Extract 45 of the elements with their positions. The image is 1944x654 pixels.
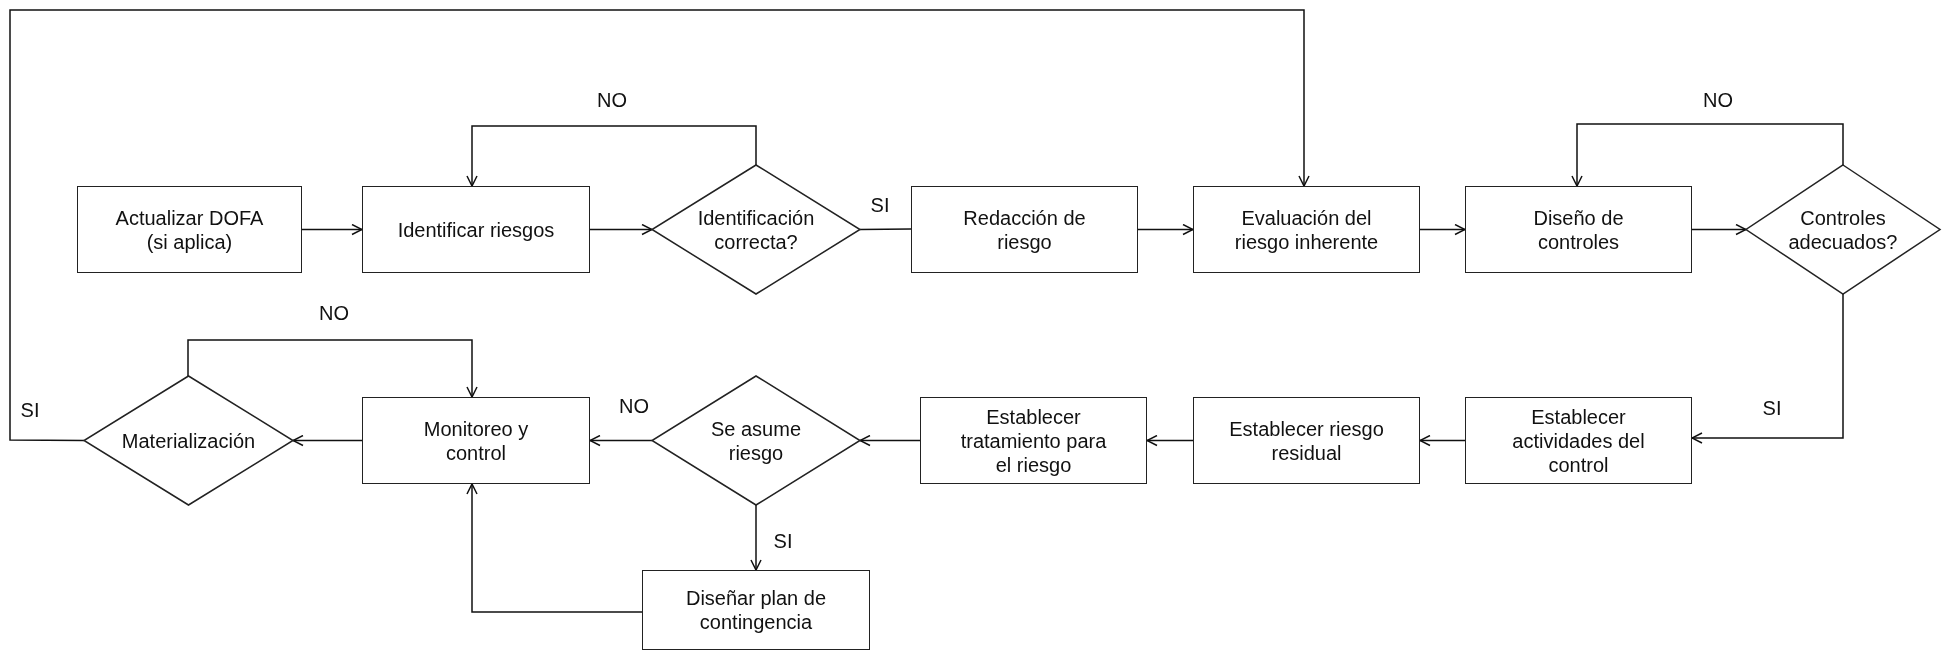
arrow bbox=[187, 339, 478, 398]
arrow bbox=[466, 483, 643, 613]
node-text: Establecer actividades del control bbox=[1511, 404, 1646, 477]
arrow bbox=[1419, 434, 1466, 447]
process-box bbox=[1193, 186, 1420, 273]
decision-diamond bbox=[1746, 165, 1940, 294]
node-text: Redacción de riesgo bbox=[962, 205, 1087, 254]
arrow bbox=[1137, 223, 1194, 236]
arrow bbox=[9, 9, 1310, 442]
arrow bbox=[859, 434, 921, 447]
arrow bbox=[301, 223, 363, 236]
arrow bbox=[1571, 123, 1844, 187]
decision-diamond bbox=[84, 376, 293, 505]
process-box bbox=[920, 397, 1147, 484]
arrow bbox=[1419, 223, 1466, 236]
arrow bbox=[589, 223, 653, 236]
arrow bbox=[589, 434, 653, 447]
node-text: Se asume riesgo bbox=[709, 416, 803, 465]
process-box bbox=[1465, 397, 1692, 484]
process-box bbox=[911, 186, 1138, 273]
node-text: Controles adecuados? bbox=[1787, 205, 1899, 254]
node-text: Identificación correcta? bbox=[696, 205, 816, 254]
node-text: Diseño de controles bbox=[1532, 205, 1625, 254]
decision-diamond bbox=[652, 376, 860, 505]
process-box bbox=[77, 186, 302, 273]
process-box bbox=[1193, 397, 1420, 484]
node-text: Monitoreo y control bbox=[422, 416, 530, 465]
node-text: Establecer riesgo residual bbox=[1228, 416, 1385, 465]
arrow bbox=[1691, 293, 1844, 444]
decision-diamond bbox=[652, 165, 860, 294]
node-text: Establecer tratamiento para el riesgo bbox=[959, 404, 1108, 477]
node-text: Actualizar DOFA (si aplica) bbox=[114, 205, 265, 254]
arrow bbox=[750, 504, 762, 571]
arrow bbox=[1691, 223, 1747, 236]
process-box bbox=[1465, 186, 1692, 273]
arrow bbox=[292, 434, 363, 447]
node-text: Materialización bbox=[121, 428, 256, 453]
process-box bbox=[362, 186, 590, 273]
node-text: Diseñar plan de contingencia bbox=[684, 586, 828, 634]
node-text: Identificar riesgos bbox=[397, 217, 555, 242]
arrow bbox=[466, 125, 757, 187]
node-text: Evaluación del riesgo inherente bbox=[1233, 205, 1380, 254]
process-box bbox=[642, 570, 870, 650]
arrow bbox=[1146, 434, 1194, 447]
process-box bbox=[362, 397, 590, 484]
